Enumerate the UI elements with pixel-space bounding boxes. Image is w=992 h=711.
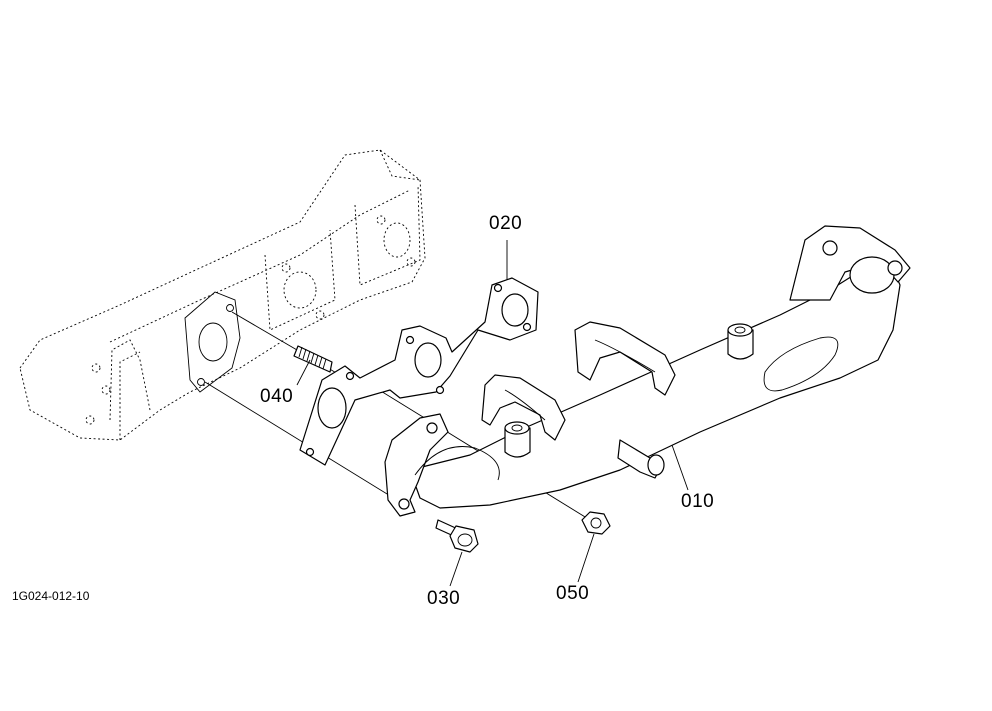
callout-050: 050 (556, 583, 590, 604)
callout-040: 040 (260, 386, 294, 407)
exhaust-manifold-010 (384, 225, 911, 517)
bolt-030 (435, 519, 479, 553)
stud-bolt-040 (293, 345, 333, 373)
nut-050 (581, 511, 611, 535)
callout-leaders (296, 240, 689, 587)
callout-020: 020 (489, 213, 523, 234)
drawing-code: 1G024-012-10 (12, 589, 90, 603)
gasket-020 (299, 277, 539, 466)
cylinder-head (19, 149, 426, 441)
callout-010: 010 (681, 491, 715, 512)
callout-030: 030 (427, 588, 461, 609)
